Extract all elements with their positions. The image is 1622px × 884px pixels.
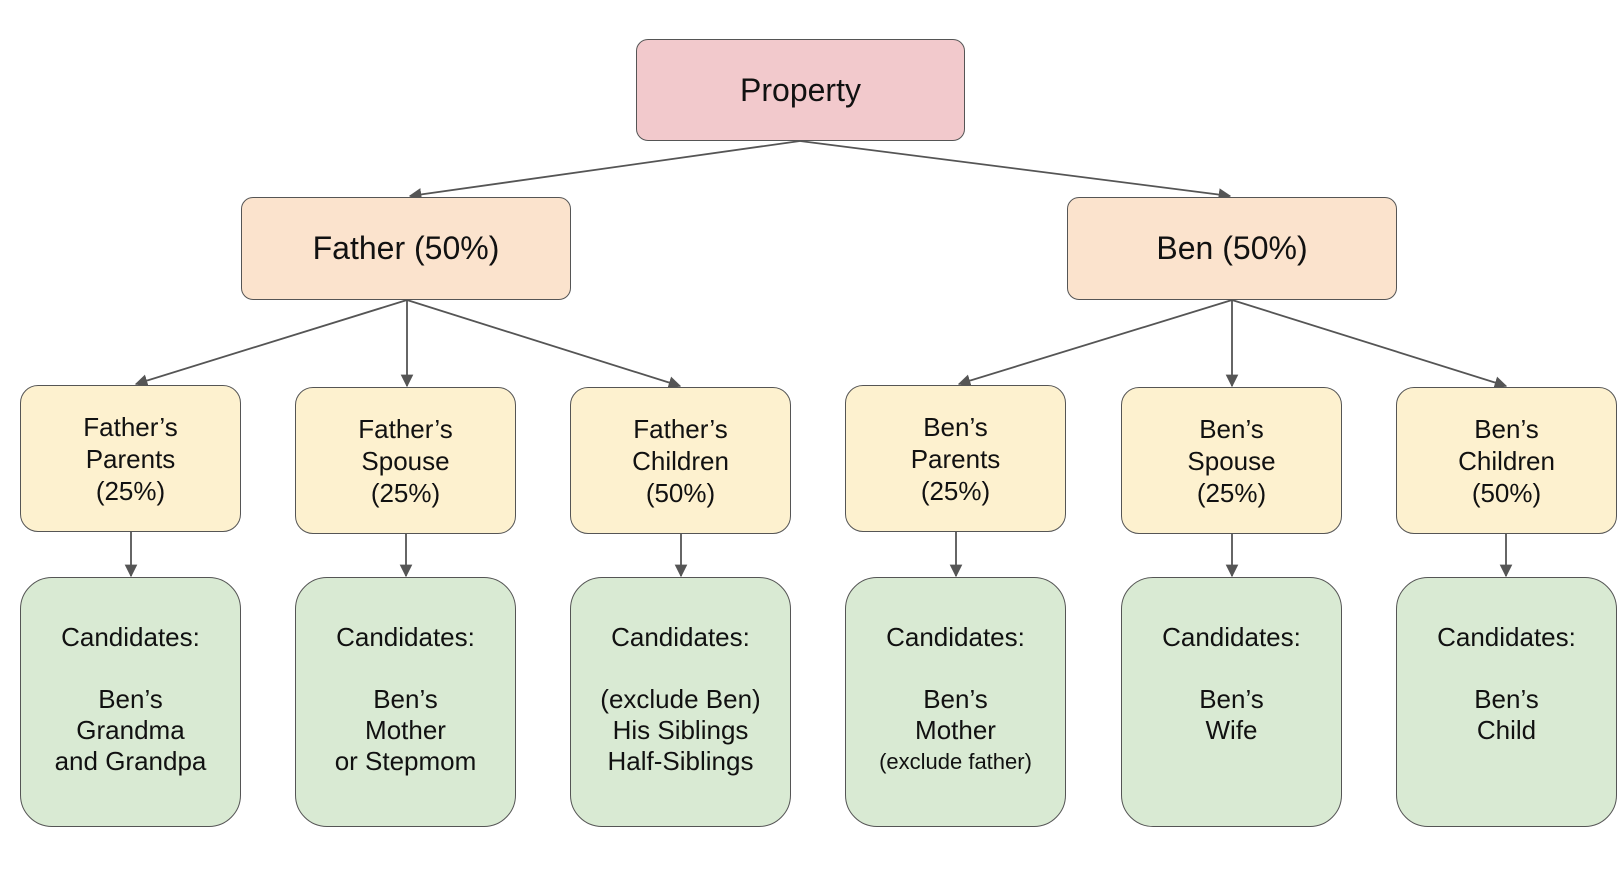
candidate-line: Ben’s xyxy=(1474,684,1539,714)
arrow-father-to-children xyxy=(406,299,682,389)
candidate-line: Mother xyxy=(365,715,446,745)
share-line: Spouse xyxy=(1187,445,1276,476)
father-parents-candidates-node: Candidates: Ben’s Grandma and Grandpa xyxy=(20,577,241,827)
property-node: Property xyxy=(636,39,965,141)
father-children-candidates-node: Candidates: (exclude Ben) His Siblings H… xyxy=(570,577,791,827)
share-line: (25%) xyxy=(370,477,441,508)
share-line: Parents xyxy=(85,443,176,474)
ben-spouse-candidates-node: Candidates: Ben’s Wife xyxy=(1121,577,1342,827)
father-spouse-candidates-node: Candidates: Ben’s Mother or Stepmom xyxy=(295,577,516,827)
share-line: Spouse xyxy=(361,445,450,476)
share-line: Ben’s xyxy=(923,411,988,442)
father-label: Father (50%) xyxy=(312,230,500,266)
ben-parents-candidates-node: Candidates: Ben’s Mother (exclude father… xyxy=(845,577,1066,827)
candidate-line: and Grandpa xyxy=(54,746,207,776)
arrow-root-to-father xyxy=(408,140,801,201)
candidates-heading: Candidates: xyxy=(336,622,475,652)
candidate-line: Child xyxy=(1476,715,1537,745)
candidates-heading: Candidates: xyxy=(611,622,750,652)
ben-parents-share-node: Ben’s Parents (25%) xyxy=(845,385,1066,532)
candidates-heading: Candidates: xyxy=(1162,622,1301,652)
candidate-line: Mother xyxy=(915,715,996,745)
arrow-root-to-ben xyxy=(799,140,1232,201)
candidate-line: Half-Siblings xyxy=(607,746,754,776)
share-line: Ben’s xyxy=(1199,413,1264,444)
share-line: Parents xyxy=(910,443,1001,474)
candidate-line: Grandma xyxy=(76,715,185,745)
share-line: Children xyxy=(1458,445,1555,476)
candidate-line: (exclude father) xyxy=(879,749,1032,774)
candidate-line: or Stepmom xyxy=(334,746,477,776)
share-line: (50%) xyxy=(645,477,716,508)
candidates-heading: Candidates: xyxy=(61,622,200,652)
ben-spouse-share-node: Ben’s Spouse (25%) xyxy=(1121,387,1342,534)
arrow-ben-to-children xyxy=(1231,299,1508,389)
arrow-ben-to-parents xyxy=(957,299,1233,387)
share-line: Father’s xyxy=(633,413,728,444)
ben-node: Ben (50%) xyxy=(1067,197,1397,300)
candidates-heading: Candidates: xyxy=(1437,622,1576,652)
candidates-heading: Candidates: xyxy=(886,622,1025,652)
father-children-share-node: Father’s Children (50%) xyxy=(570,387,791,534)
share-line: (25%) xyxy=(1196,477,1267,508)
candidate-line: Ben’s xyxy=(373,684,438,714)
candidate-line: Wife xyxy=(1205,715,1258,745)
father-node: Father (50%) xyxy=(241,197,571,300)
candidate-line: His Siblings xyxy=(612,715,749,745)
ben-children-candidates-node: Candidates: Ben’s Child xyxy=(1396,577,1617,827)
father-spouse-share-node: Father’s Spouse (25%) xyxy=(295,387,516,534)
share-line: Children xyxy=(632,445,729,476)
share-line: Ben’s xyxy=(1474,413,1539,444)
candidate-line: Ben’s xyxy=(923,684,988,714)
candidate-line: (exclude Ben) xyxy=(600,684,761,714)
ben-label: Ben (50%) xyxy=(1156,230,1308,266)
share-line: (25%) xyxy=(95,475,166,506)
share-line: Father’s xyxy=(83,411,178,442)
share-line: Father’s xyxy=(358,413,453,444)
property-label: Property xyxy=(740,71,861,108)
candidate-line: Ben’s xyxy=(1199,684,1264,714)
father-parents-share-node: Father’s Parents (25%) xyxy=(20,385,241,532)
share-line: (25%) xyxy=(920,475,991,506)
arrow-father-to-parents xyxy=(134,299,408,387)
ben-children-share-node: Ben’s Children (50%) xyxy=(1396,387,1617,534)
share-line: (50%) xyxy=(1471,477,1542,508)
candidate-line: Ben’s xyxy=(98,684,163,714)
